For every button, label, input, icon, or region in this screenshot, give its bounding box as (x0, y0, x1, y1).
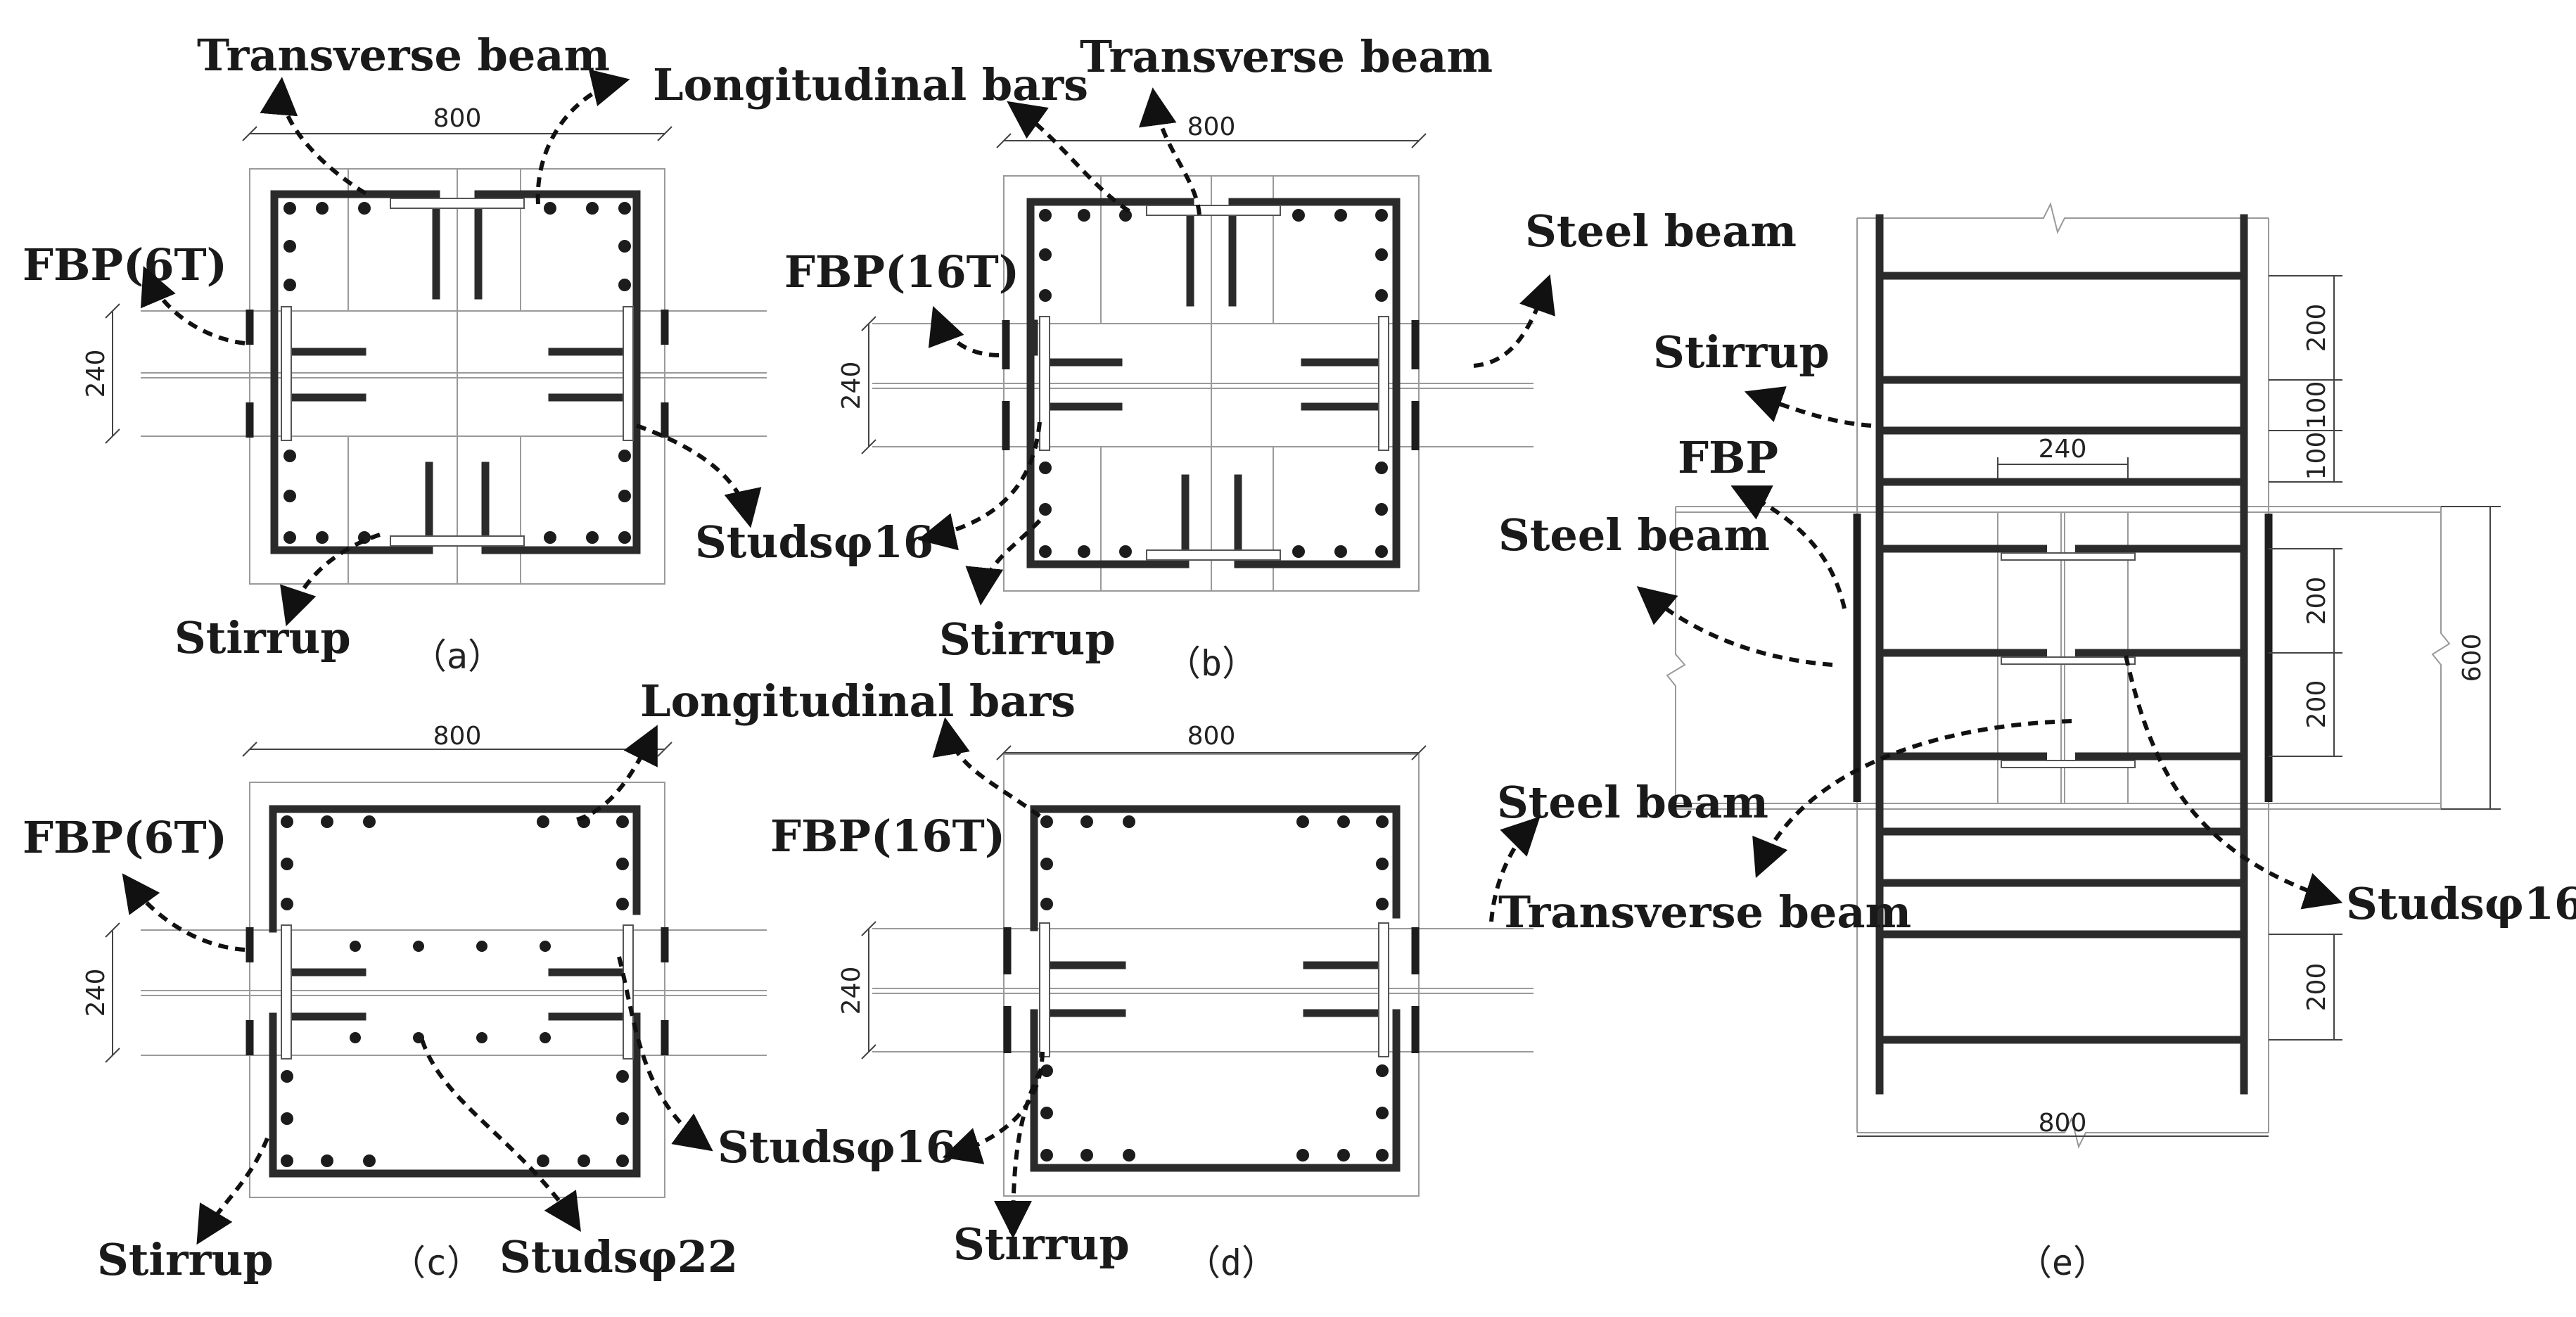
label-e-stirrup: Stirrup (1653, 326, 1830, 378)
label-e-studs: Studsφ16 (2346, 878, 2576, 929)
caption-a: （a） (412, 636, 503, 677)
label-b-transverse-beam: Transverse beam (1080, 31, 1493, 82)
label-a-longitudinal-bars: Longitudinal bars (653, 59, 1088, 110)
label-c-stirrup: Stirrup (97, 1234, 274, 1285)
dim-e-s2: 100 (2302, 381, 2331, 430)
label-d-studs: Studsφ16 (718, 1121, 956, 1173)
dim-e-s6: 200 (2302, 963, 2331, 1012)
panel-b: 800 240 Transverse beam FBP(16T) Studsφ1… (695, 31, 1797, 684)
label-b-fbp: FBP(16T) (784, 246, 1019, 298)
label-b-steel-beam: Steel beam (1525, 205, 1797, 257)
label-c-studs22: Studsφ22 (499, 1231, 738, 1283)
label-e-steel-beam-top: Steel beam (1498, 509, 1770, 561)
panel-e: 200 100 100 200 200 200 600 240 800 Stir… (1489, 202, 2576, 1283)
dim-b-width: 800 (1187, 113, 1236, 141)
dim-a-depth: 240 (82, 350, 110, 398)
label-e-transverse-beam: Transverse beam (1498, 886, 1911, 938)
panel-c: 800 240 Longitudinal bars FBP(6T) Stirru… (23, 675, 1076, 1285)
dim-e-width: 800 (2039, 1109, 2087, 1138)
dim-e-inner: 240 (2039, 435, 2087, 464)
dim-e-s1: 200 (2302, 304, 2331, 352)
dim-e-s3: 100 (2302, 432, 2331, 481)
label-a-stirrup: Stirrup (174, 612, 351, 663)
dim-e-s5: 200 (2302, 680, 2331, 729)
caption-b: （b） (1166, 643, 1257, 684)
panel-d: 800 240 FBP(16T) Studsφ16 Stirrup （d） (718, 717, 1534, 1283)
caption-c: （c） (390, 1242, 482, 1283)
dim-c-width: 800 (433, 722, 482, 751)
dim-a-width: 800 (433, 104, 482, 133)
dim-d-width: 800 (1187, 722, 1236, 751)
label-c-longitudinal-bars: Longitudinal bars (640, 675, 1076, 727)
label-e-fbp: FBP (1678, 432, 1778, 483)
dim-b-depth: 240 (837, 362, 866, 410)
dim-e-height: 600 (2458, 634, 2487, 682)
label-d-fbp: FBP(16T) (770, 810, 1005, 862)
panel-a: 800 240 Transverse beam Longitudinal bar… (23, 30, 1088, 677)
label-d-stirrup: Stirrup (953, 1219, 1130, 1270)
label-a-fbp: FBP(6T) (23, 239, 227, 291)
label-e-steel-beam-bottom: Steel beam (1497, 777, 1768, 828)
dim-c-depth: 240 (82, 969, 110, 1017)
dim-d-depth: 240 (837, 967, 866, 1015)
label-b-stirrup: Stirrup (939, 613, 1116, 665)
caption-d: （d） (1185, 1242, 1277, 1283)
caption-e: （e） (2017, 1242, 2108, 1283)
label-c-fbp: FBP(6T) (23, 812, 227, 863)
label-a-transverse-beam: Transverse beam (197, 30, 610, 81)
dim-e-s4: 200 (2302, 577, 2331, 625)
label-b-studs: Studsφ16 (695, 516, 933, 568)
